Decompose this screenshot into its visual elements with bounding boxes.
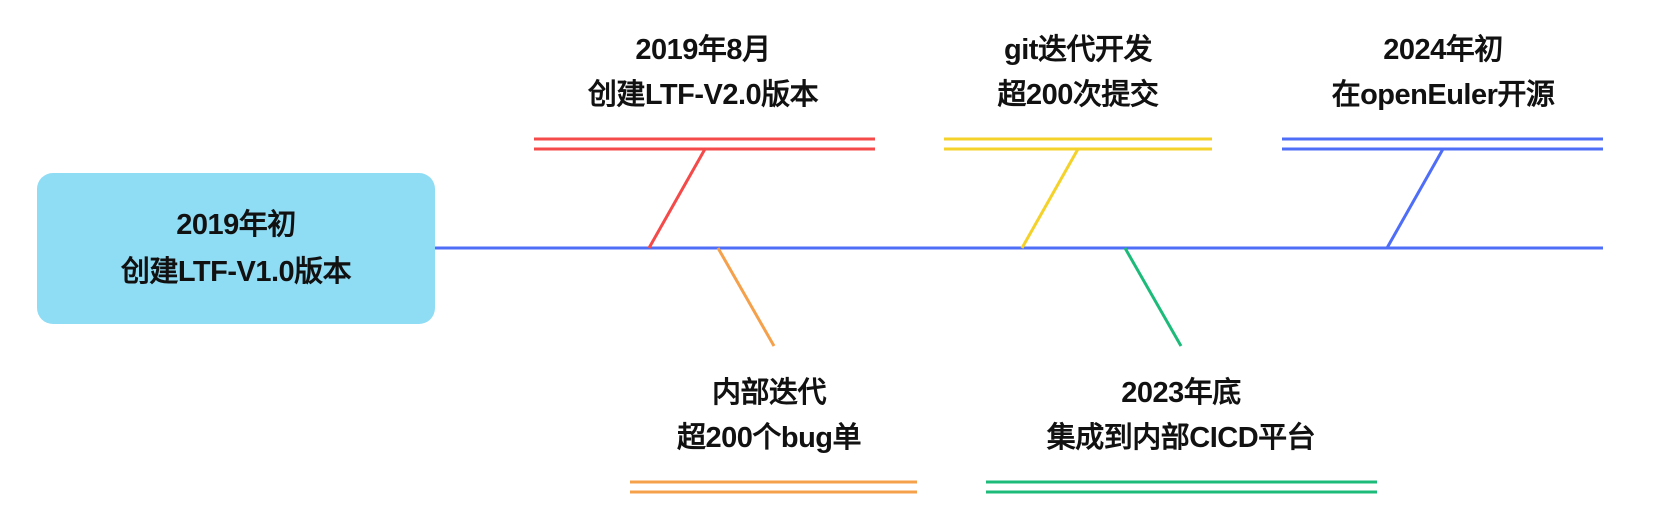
milestone-2-desc: 超200个bug单 [676,422,862,454]
milestone-2-connector [630,247,917,494]
milestone-5-date: 2024年初 [1383,34,1503,66]
milestone-4-desc: 集成到内部CICD平台 [1046,422,1316,454]
milestone-5-connector [1282,137,1603,249]
milestone-4-label: 2023年底 集成到内部CICD平台 [971,371,1391,461]
milestone-5-desc: 在openEuler开源 [1331,79,1555,111]
start-node: 2019年初 创建LTF-V1.0版本 [37,173,435,324]
milestone-3-label: git迭代开发 超200次提交 [868,28,1288,118]
milestone-3-title: git迭代开发 [1004,34,1152,66]
milestone-1-connector [534,137,875,249]
milestone-5-label: 2024年初 在openEuler开源 [1233,28,1653,118]
milestone-4-connector [986,247,1377,494]
milestone-2-title: 内部迭代 [711,377,827,409]
start-desc: 创建LTF-V1.0版本 [120,255,352,288]
milestone-3-desc: 超200次提交 [997,79,1159,111]
milestone-2-label: 内部迭代 超200个bug单 [559,371,979,461]
milestone-1-desc: 创建LTF-V2.0版本 [587,79,819,111]
milestone-4-date: 2023年底 [1121,377,1241,409]
milestone-1-date: 2019年8月 [635,34,771,66]
milestone-1-label: 2019年8月 创建LTF-V2.0版本 [493,28,913,118]
start-date: 2019年初 [176,208,296,241]
milestone-3-connector [944,137,1212,249]
